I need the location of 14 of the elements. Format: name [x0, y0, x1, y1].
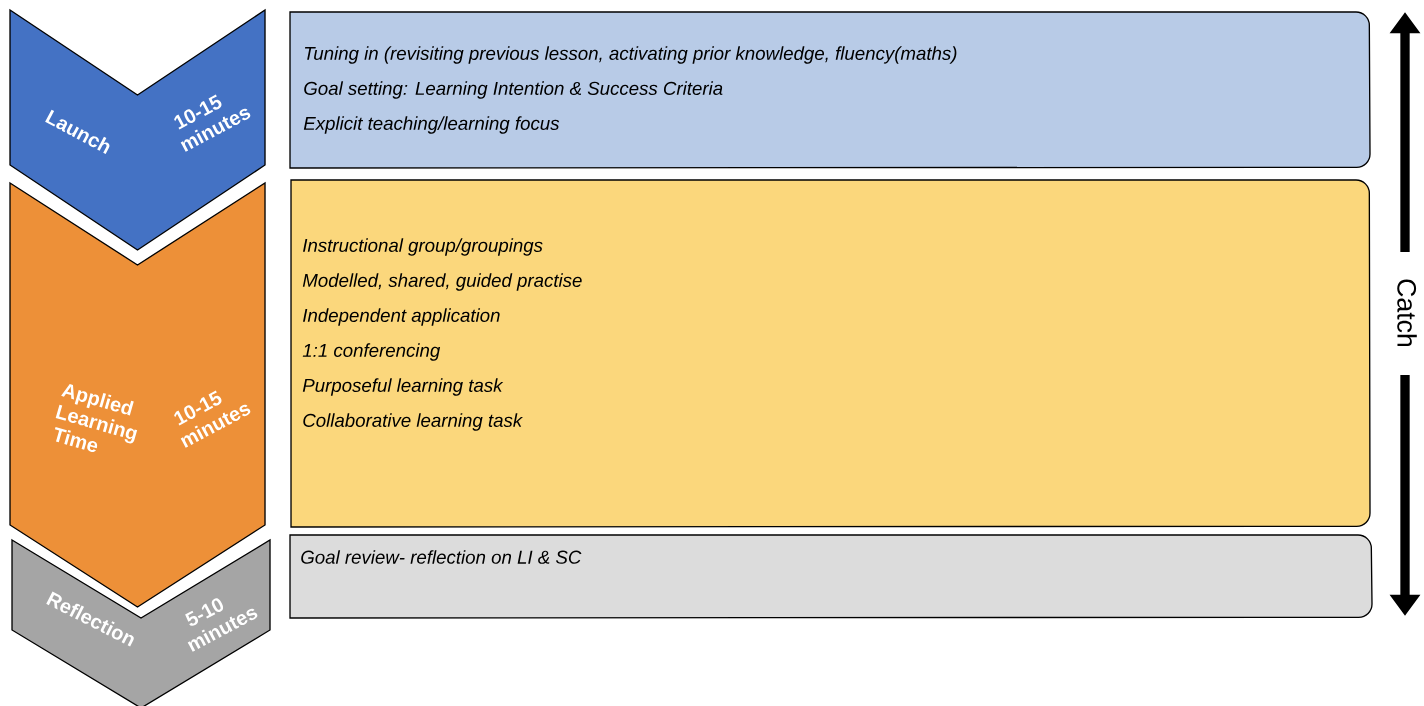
list-item: 1:1 conferencing [302, 343, 441, 361]
list-item: Instructional group/groupings [303, 238, 543, 256]
list-item: Purposeful learning task [302, 378, 504, 396]
list-item: Explicit teaching/learning focus [303, 116, 560, 134]
list-item: Goal review- reflection on LI & SC [301, 550, 582, 564]
content-box [290, 179, 1371, 528]
arrow-label: Catch [1397, 279, 1417, 347]
list-item: Goal setting: Learning Intention & Success Criteria [304, 81, 723, 99]
list-item: Tuning in (revisiting previous lesson, activating prior knowledge, fluency(maths) [304, 46, 957, 64]
content-box [289, 534, 1373, 619]
list-item: Collaborative learning task [303, 413, 523, 431]
content-box [289, 11, 1371, 169]
list-item: Modelled, shared, guided practise [302, 273, 582, 291]
list-item: Independent application [303, 308, 500, 326]
